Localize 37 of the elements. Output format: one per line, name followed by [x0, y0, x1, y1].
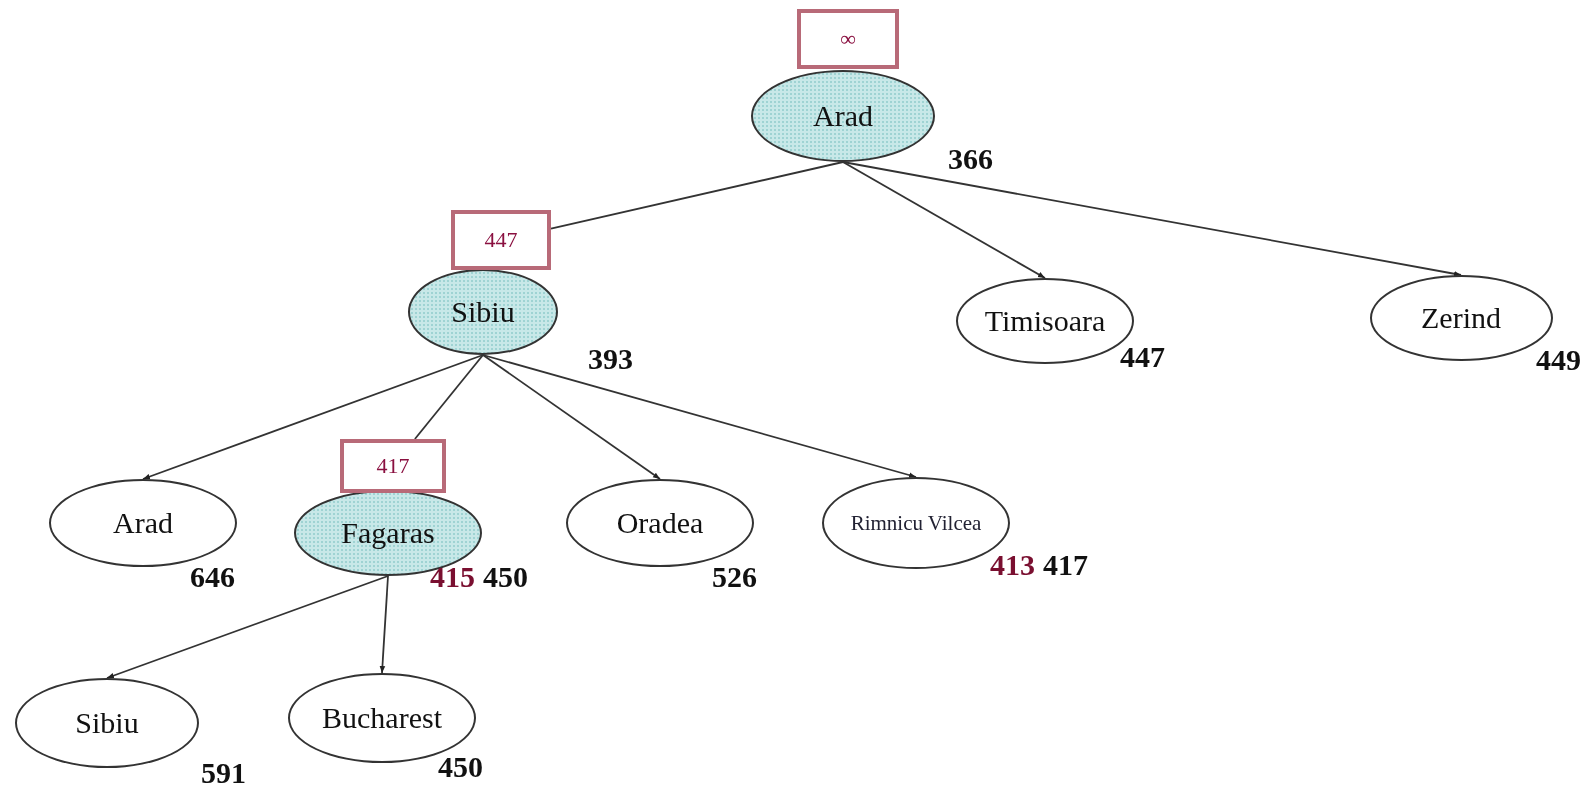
city-name: Bucharest	[322, 703, 442, 733]
city-name: Zerind	[1421, 303, 1501, 333]
f-limit-value: ∞	[840, 26, 856, 52]
f-value: 526	[712, 560, 757, 594]
connector-line	[414, 354, 484, 440]
arrow	[842, 161, 1046, 279]
f-limit-value: 417	[376, 453, 410, 479]
f-value: 413	[990, 548, 1035, 582]
value-box	[797, 9, 899, 69]
arrow	[106, 575, 389, 679]
arrow	[379, 575, 389, 674]
arrow	[482, 354, 661, 480]
arrow	[482, 354, 917, 478]
f-value: 417	[1043, 548, 1088, 582]
value-box	[340, 439, 446, 493]
city-name: Arad	[113, 508, 173, 538]
arrow	[842, 161, 1462, 277]
city-name: Timisoara	[984, 306, 1106, 336]
city-name: Sibiu	[451, 297, 515, 327]
city-name: Fagaras	[341, 518, 435, 548]
f-value: 450	[483, 560, 528, 594]
f-limit-value: 447	[484, 227, 518, 253]
f-value: 393	[588, 342, 633, 376]
f-value: 449	[1536, 343, 1581, 377]
value-box	[451, 210, 551, 270]
city-name: Arad	[813, 101, 873, 131]
connector-line	[550, 161, 844, 230]
f-value: 450	[438, 750, 483, 784]
city-name: Rimnicu Vilcea	[850, 512, 982, 534]
city-name: Oradea	[616, 508, 704, 538]
f-value: 415	[430, 560, 475, 594]
arrow	[142, 354, 484, 480]
f-value: 591	[201, 756, 246, 790]
f-value: 447	[1120, 340, 1165, 374]
f-value: 646	[190, 560, 235, 594]
city-name: Sibiu	[75, 708, 139, 738]
f-value: 366	[948, 142, 993, 176]
